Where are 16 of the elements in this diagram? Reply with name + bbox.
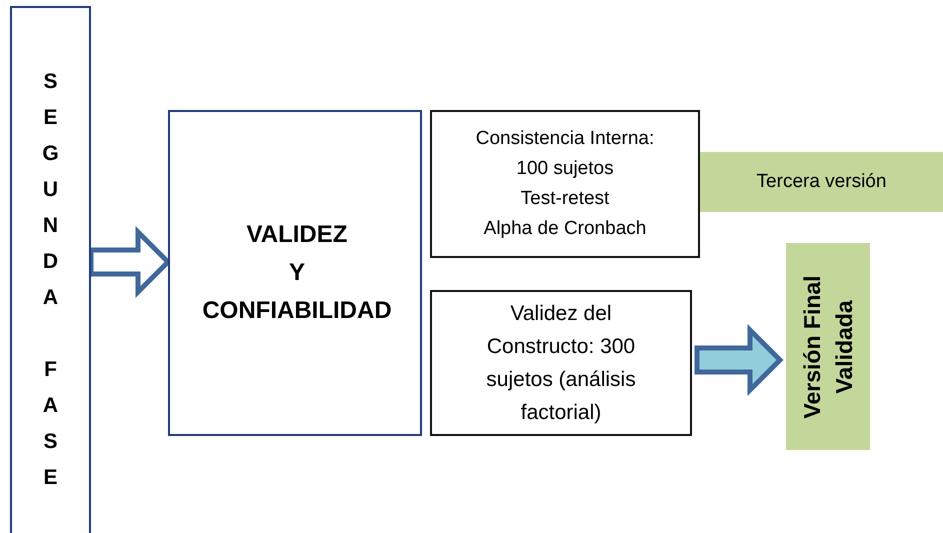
box-text: 100 sujetos xyxy=(516,157,614,181)
box-text: Consistencia Interna: xyxy=(476,127,654,151)
box-text: Test-retest xyxy=(520,187,610,211)
block-arrow xyxy=(694,324,784,396)
result-box xyxy=(700,152,943,212)
result-box xyxy=(786,243,870,450)
box-heading: VALIDEZ Y CONFIABILIDAD xyxy=(201,220,393,326)
process-box xyxy=(168,110,422,436)
box-text: Validez del Constructo: 300 sujetos (análisis factorial) xyxy=(485,301,637,426)
box-text: Tercera versión xyxy=(756,171,886,193)
process-box xyxy=(430,110,700,258)
rotated-heading: Versión Final Validada xyxy=(798,274,858,420)
phase-box xyxy=(10,6,91,533)
process-box xyxy=(430,290,692,436)
box-text: Alpha de Cronbach xyxy=(484,217,646,241)
vertical-heading: SEGUNDA FASE xyxy=(41,69,60,491)
